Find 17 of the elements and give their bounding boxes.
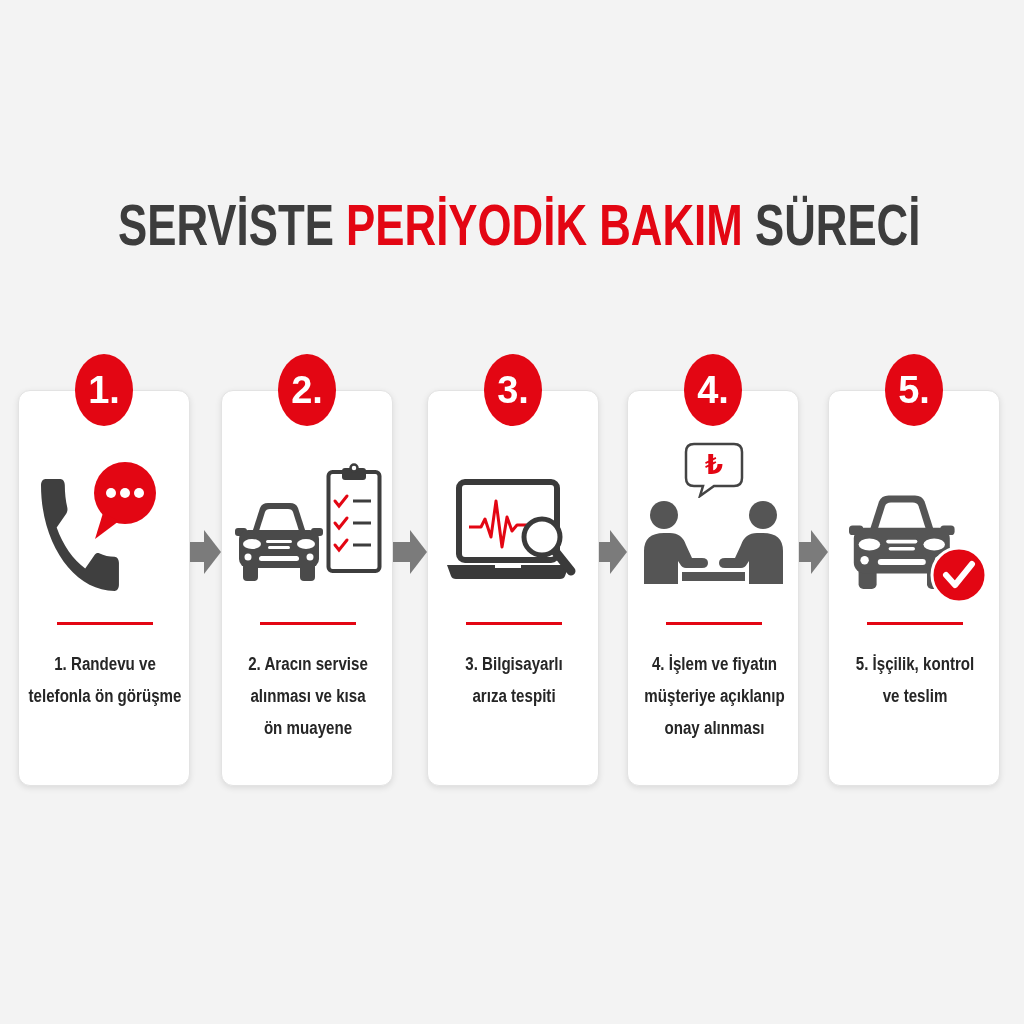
- step-description: 3. Bilgisayarlı arıza tespiti: [464, 653, 564, 708]
- speech-bubble: [684, 442, 744, 498]
- title: SERVİSTE PERİYODİK BAKIM SÜRECİ: [118, 196, 921, 254]
- step-number: 3.: [484, 354, 542, 426]
- arrow: [599, 530, 627, 574]
- step-number: 4.: [684, 354, 742, 426]
- arrow: [190, 530, 221, 574]
- arrow: [799, 530, 828, 574]
- arrow: [393, 530, 427, 574]
- step-number: 5.: [885, 354, 943, 426]
- currency-symbol: ₺: [704, 452, 724, 478]
- step-description: 5. İşçilik, kontrol ve teslim: [854, 653, 976, 708]
- step-number: 1.: [75, 354, 133, 426]
- step-description: 2. Aracın servise alınması ve kısa ön muayene: [247, 653, 369, 740]
- step-number: 2.: [278, 354, 336, 426]
- step-description: 4. İşlem ve fiyatın müşteriye açıklanıp onay alınması: [642, 653, 786, 740]
- step-description: 1. Randevu ve telefonla ön görüşme: [27, 653, 183, 708]
